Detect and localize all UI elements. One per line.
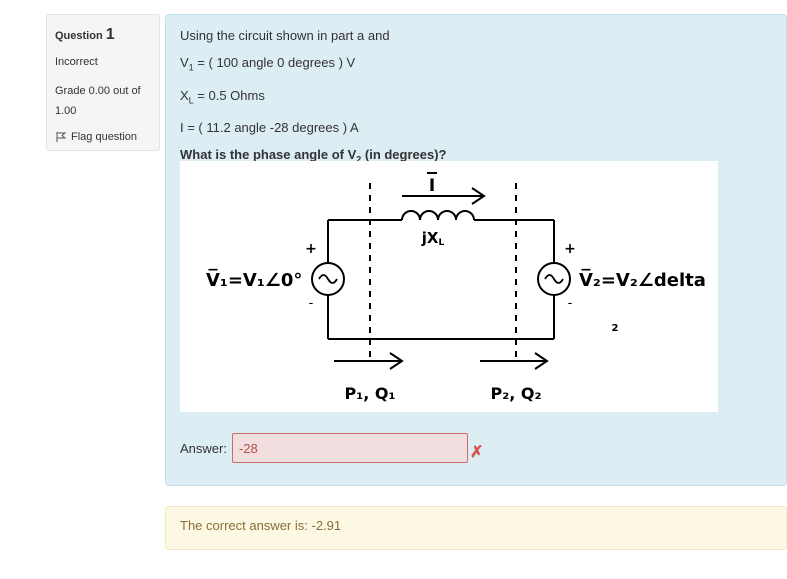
question-current: I = ( 11.2 angle -28 degrees ) A	[180, 120, 359, 136]
p1-label: P₁, Q₁	[345, 384, 396, 403]
answer-label: Answer:	[180, 440, 227, 456]
circuit-diagram: I jXL + - V̅₁=V₁∠0° + - V̅₂=V₂∠delta 2 P…	[180, 161, 718, 412]
question-grade: Grade 0.00 out of 1.00	[55, 85, 141, 117]
current-label: I	[429, 176, 435, 196]
current-arrowhead	[471, 187, 486, 205]
v2-label: V̅₂=V₂∠delta	[579, 269, 706, 291]
flag-icon	[56, 132, 67, 142]
question-text: Using the circuit shown in part a and V1…	[180, 27, 772, 169]
correct-answer-feedback: The correct answer is: -2.91	[165, 506, 787, 550]
question-label: Question	[55, 30, 103, 42]
question-number: Question 1	[55, 26, 151, 44]
question-info-panel: Question 1 Incorrect Grade 0.00 out of 1…	[46, 14, 160, 151]
reactance-label: jXL	[421, 229, 445, 248]
v1-label: V̅₁=V₁∠0°	[206, 269, 302, 291]
question-xl: XL = 0.5 Ohms	[180, 87, 265, 106]
question-number-value: 1	[105, 26, 115, 43]
question-intro: Using the circuit shown in part a and	[180, 28, 390, 43]
x-icon: ✗	[469, 444, 484, 461]
flag-question-label: Flag question	[71, 131, 138, 143]
question-v1: V1 = ( 100 angle 0 degrees ) V	[180, 55, 356, 73]
question-state: Incorrect	[55, 56, 98, 68]
v2-minus-sign: -	[568, 296, 573, 311]
v2-plus-sign: +	[564, 241, 576, 257]
answer-input[interactable]: -28	[231, 433, 468, 463]
p2-label: P₂, Q₂	[491, 384, 542, 403]
question-content: Using the circuit shown in part a and V1…	[165, 14, 787, 486]
v1-plus-sign: +	[305, 241, 317, 257]
stray-subscript: 2	[612, 323, 619, 334]
inductor-icon	[401, 210, 475, 221]
flag-question-link[interactable]: Flag question	[55, 131, 151, 143]
v1-minus-sign: -	[309, 296, 314, 311]
circuit-svg: I jXL + - V̅₁=V₁∠0° + - V̅₂=V₂∠delta 2 P…	[206, 172, 706, 403]
question-prompt: What is the phase angle of V2 (in degree…	[180, 147, 447, 165]
answer-row: Answer: -28 ✗	[180, 433, 483, 463]
